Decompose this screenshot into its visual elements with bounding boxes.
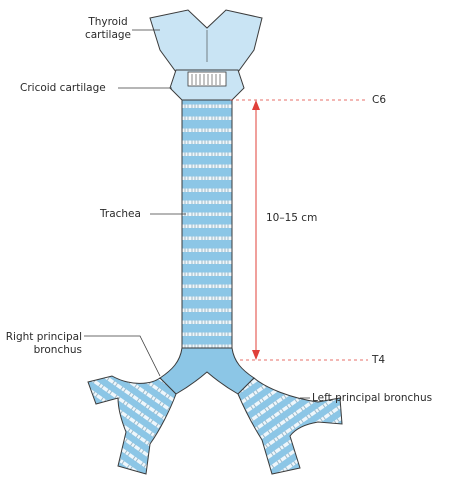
t4-label: T4: [372, 354, 386, 366]
right-bronchus-label-line1: Right principal: [5, 331, 82, 343]
left-bronchus-label: Left principal bronchus: [312, 392, 433, 404]
length-arrow-head-bottom: [252, 350, 260, 360]
c6-label: C6: [372, 94, 387, 106]
right-bronchus-label: Right principal bronchus: [0, 331, 82, 357]
trachea-tube: [181, 99, 233, 351]
thyroid-label-line2: cartilage: [84, 29, 132, 41]
thyroid-label-line1: Thyroid: [88, 16, 128, 28]
cricoid-label: Cricoid cartilage: [20, 82, 106, 94]
right-bronchus-leader: [84, 335, 161, 377]
thyroid-cartilage: [149, 9, 263, 73]
carina: [159, 347, 255, 395]
length-label: 10–15 cm: [266, 212, 318, 224]
left-principal-bronchus: [237, 377, 343, 475]
trachea-label: Trachea: [100, 208, 141, 220]
thyroid-label: Thyroid cartilage: [78, 16, 138, 42]
length-arrow-head-top: [252, 100, 260, 110]
right-principal-bronchus: [87, 375, 177, 475]
right-bronchus-label-line2: bronchus: [33, 344, 82, 356]
